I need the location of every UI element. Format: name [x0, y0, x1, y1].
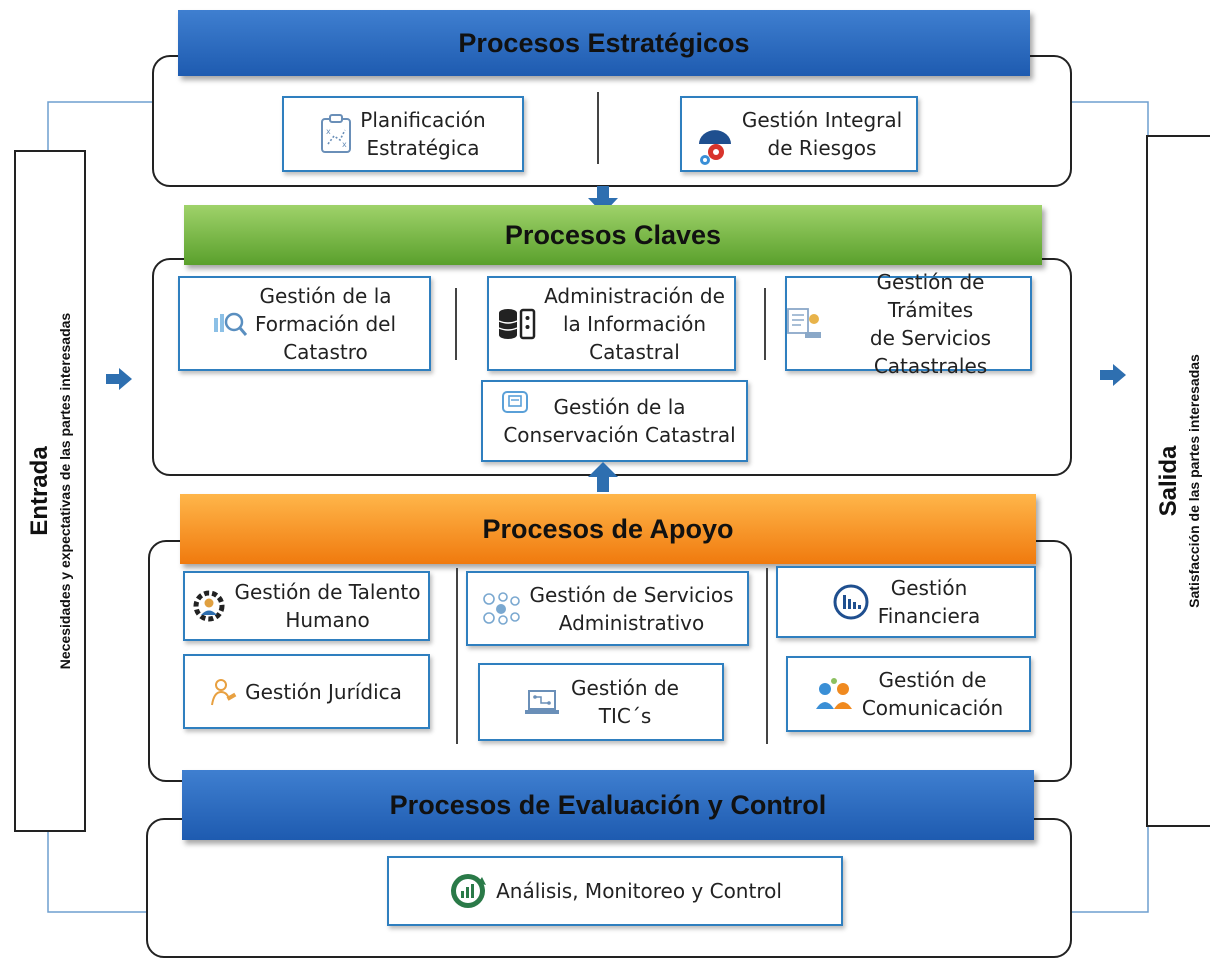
salida-title: Salida [1155, 445, 1182, 517]
tramites-servicios-label: Gestión de Trámites de Servicios Catastr… [869, 269, 992, 378]
up-arrow-icon [588, 462, 618, 492]
bar-chart-circle-icon [832, 583, 870, 621]
salida-panel: Salida Satisfacción de las partes intere… [1146, 135, 1210, 827]
umbrella-gear-icon [696, 130, 734, 166]
cycle-chart-icon [448, 871, 488, 911]
gestion-comunicacion-box[interactable]: Gestión de Comunicación [786, 656, 1031, 732]
planificacion-estrategica-label: Planificación Estratégica [360, 108, 486, 160]
svg-text:x: x [342, 140, 347, 149]
gestion-comunicacion-label: Gestión de Comunicación [861, 668, 1004, 720]
data-magnifier-icon [213, 309, 247, 339]
formacion-catastro-label: Gestión de la Formación del Catastro [254, 283, 396, 364]
gestion-riesgos-label: Gestión Integral de Riesgos [741, 108, 903, 160]
informacion-catastral-box[interactable]: Administración de la Información Catastr… [487, 276, 736, 371]
gestion-juridica-label: Gestión Jurídica [245, 679, 402, 704]
informacion-catastral-label: Administración de la Información Catastr… [544, 283, 725, 364]
network-services-icon [481, 591, 521, 627]
apoyo-header: Procesos de Apoyo [180, 494, 1036, 564]
servicios-administrativo-box[interactable]: Gestión de Servicios Administrativo [466, 571, 749, 646]
tramites-servicios-box[interactable]: Gestión de Trámites de Servicios Catastr… [785, 270, 1032, 378]
conservacion-catastral-box[interactable]: Gestión de la Conservación Catastral [481, 380, 748, 462]
gestion-tics-label: Gestión de TIC´s [571, 676, 679, 728]
database-server-icon [498, 307, 536, 341]
documents-form-icon [787, 307, 823, 341]
laptop-circuit-icon [523, 685, 563, 719]
salida-label-group: Salida Satisfacción de las partes intere… [1154, 354, 1204, 608]
claves-divider-2 [764, 288, 766, 360]
formacion-catastro-box[interactable]: Gestión de la Formación del Catastro [178, 276, 431, 371]
entrada-panel: Entrada Necesidades y expectativas de la… [14, 150, 86, 832]
person-gavel-icon [211, 677, 237, 707]
down-arrow-icon [588, 186, 618, 214]
entrada-label-group: Entrada Necesidades y expectativas de la… [25, 313, 75, 669]
estrategicos-divider [597, 92, 599, 164]
people-talking-icon [814, 677, 854, 711]
gestion-juridica-box[interactable]: Gestión Jurídica [183, 654, 430, 729]
salida-arrow-icon [1100, 364, 1126, 386]
apoyo-divider-2 [766, 568, 768, 744]
entrada-title: Entrada [26, 446, 53, 536]
entrada-subtitle: Necesidades y expectativas de las partes… [57, 312, 73, 670]
gestion-financiera-label: Gestión Financiera [877, 576, 981, 628]
claves-header: Procesos Claves [184, 205, 1042, 265]
talento-humano-label: Gestión de Talento Humano [234, 580, 421, 632]
analisis-monitoreo-box[interactable]: Análisis, Monitoreo y Control [387, 856, 843, 926]
gear-person-icon [192, 589, 226, 623]
conservacion-catastral-label: Gestión de la Conservación Catastral [503, 395, 736, 447]
claves-divider-1 [455, 288, 457, 360]
servicios-administrativo-label: Gestión de Servicios Administrativo [529, 582, 734, 635]
folder-document-icon [501, 390, 531, 416]
estrategicos-header: Procesos Estratégicos [178, 10, 1030, 76]
gestion-riesgos-box[interactable]: Gestión Integral de Riesgos [680, 96, 918, 172]
talento-humano-box[interactable]: Gestión de Talento Humano [183, 571, 430, 641]
svg-text:x: x [326, 127, 331, 136]
analisis-monitoreo-label: Análisis, Monitoreo y Control [496, 879, 782, 903]
salida-subtitle: Satisfacción de las partes interesadas [1186, 354, 1202, 608]
entrada-arrow-icon [106, 368, 132, 390]
evaluacion-header: Procesos de Evaluación y Control [182, 770, 1034, 840]
apoyo-divider-1 [456, 568, 458, 744]
gestion-financiera-box[interactable]: Gestión Financiera [776, 566, 1036, 638]
gestion-tics-box[interactable]: Gestión de TIC´s [478, 663, 724, 741]
